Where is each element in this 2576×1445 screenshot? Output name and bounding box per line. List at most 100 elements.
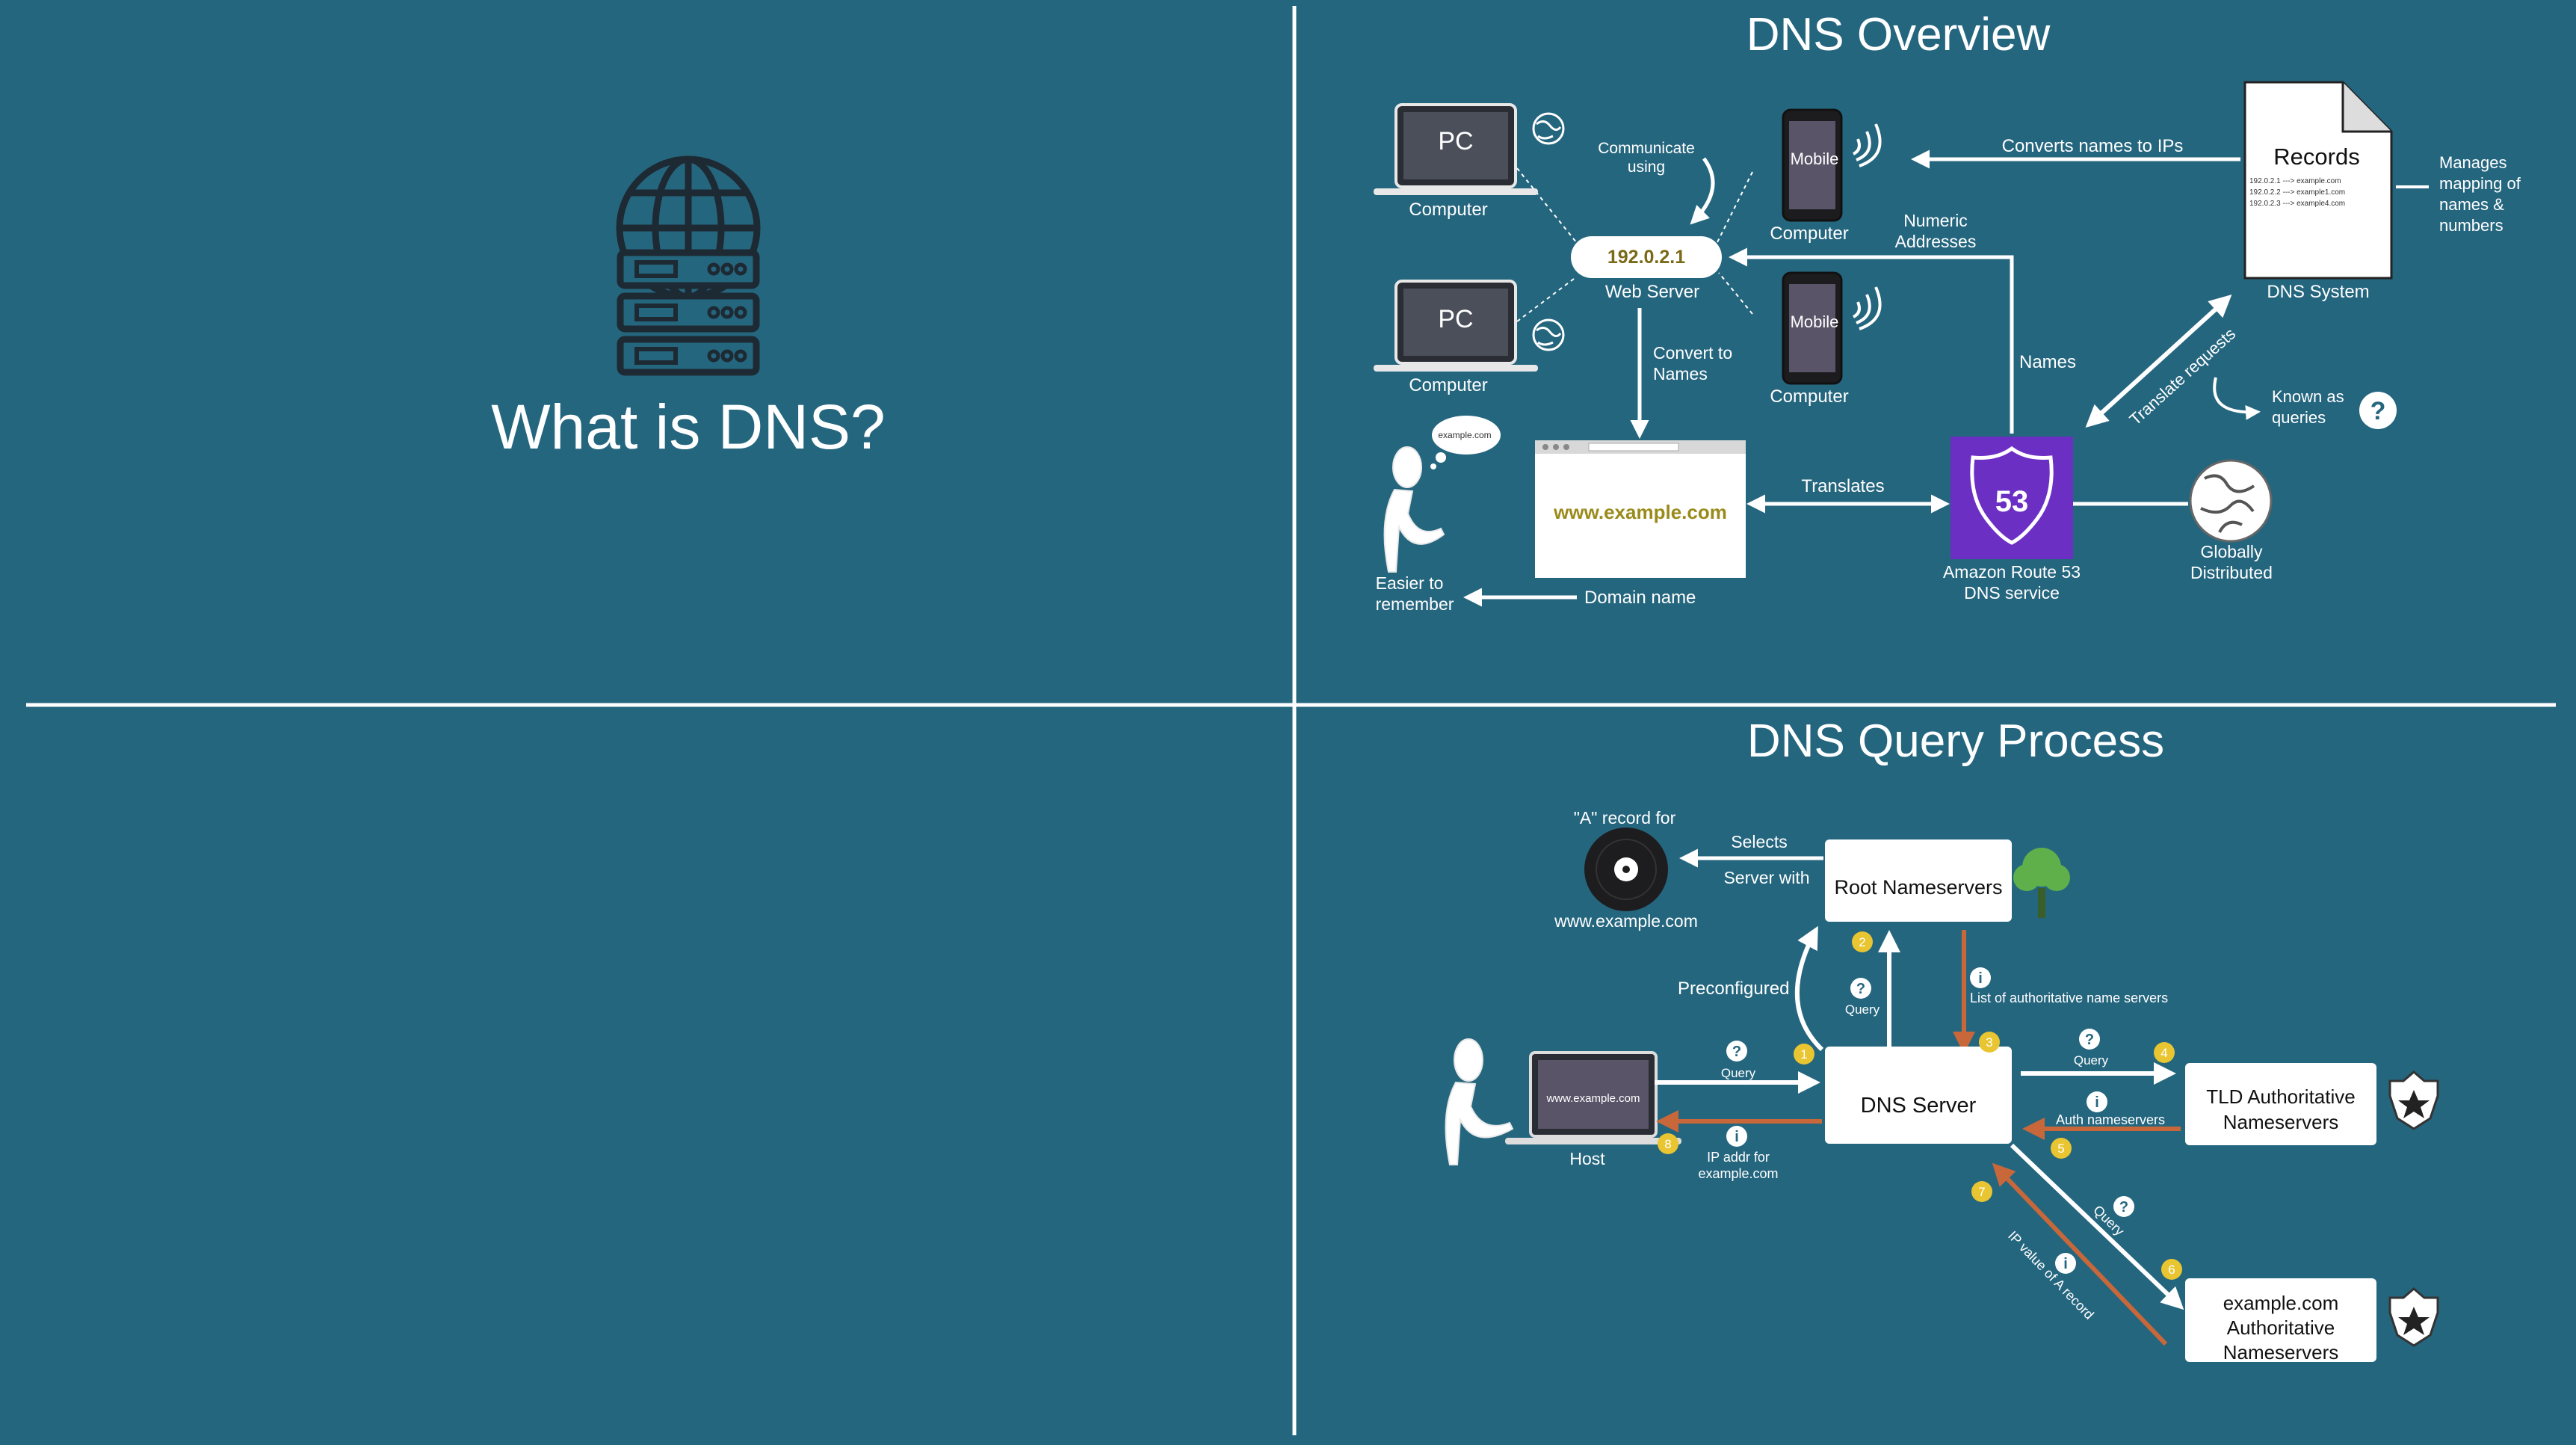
a-record-label: "A" record for — [1574, 808, 1676, 828]
ip-address: 192.0.2.1 — [1607, 247, 1685, 268]
route53-caption-2: DNS service — [1964, 583, 2060, 603]
records-line-2: 192.0.2.2 ---> example1.com — [2249, 188, 2345, 197]
translate-requests-arrow — [2085, 294, 2232, 428]
globally-label-1: Globally — [2200, 542, 2263, 561]
svg-text:?: ? — [1856, 981, 1865, 997]
svg-text:?: ? — [2370, 397, 2386, 425]
route53-tile — [1950, 437, 2073, 559]
dashed-connectors — [1516, 167, 1753, 322]
ip-pill — [1571, 236, 1722, 278]
route53-caption-1: Amazon Route 53 — [1943, 562, 2081, 582]
manages-label-4: numbers — [2439, 216, 2504, 235]
example-auth-label-2: Authoritative — [2227, 1316, 2335, 1339]
question-icon: ? — [2359, 392, 2397, 429]
wifi-icon-2 — [1852, 286, 1882, 330]
browser-url: www.example.com — [1553, 501, 1727, 523]
person-icon-host — [1445, 1038, 1514, 1165]
auth-nameservers-label: Auth nameservers — [2056, 1112, 2165, 1127]
easier-label-2: remember — [1376, 594, 1454, 614]
tree-icon — [2013, 848, 2070, 918]
names-label: Names — [2019, 352, 2076, 372]
known-as-label-2: queries — [2272, 408, 2326, 427]
preconfigured-arrow — [1795, 925, 1824, 1052]
browser-window — [1535, 440, 1746, 578]
web-server-label: Web Server — [1605, 282, 1699, 302]
computer-label-4: Computer — [1770, 386, 1848, 407]
pc-label-2: PC — [1438, 305, 1473, 333]
records-title: Records — [2273, 144, 2359, 170]
step-7: 7 — [1978, 1185, 1985, 1199]
computer-label-2: Computer — [1409, 375, 1487, 395]
www-example-label: www.example.com — [1554, 911, 1698, 931]
numeric-label-1: Numeric — [1903, 211, 1968, 230]
domain-name-label: Domain name — [1584, 588, 1696, 608]
step-8: 8 — [1664, 1137, 1671, 1151]
step-1: 1 — [1800, 1047, 1807, 1062]
overview-title: DNS Overview — [1746, 9, 2051, 61]
vinyl-record-icon — [1584, 828, 1668, 911]
pc-label-1: PC — [1438, 127, 1473, 155]
left-title: What is DNS? — [491, 392, 885, 462]
manages-label-2: mapping of — [2439, 174, 2521, 193]
communicate-label-2: using — [1628, 158, 1665, 176]
badge-icon-tld — [2388, 1070, 2439, 1130]
communicate-label-1: Communicate — [1598, 140, 1695, 157]
root-nameservers-box — [1825, 839, 2012, 922]
step-3: 3 — [1986, 1035, 1992, 1050]
mobile-label-1: Mobile — [1791, 150, 1839, 168]
svg-text:?: ? — [2119, 1199, 2128, 1216]
example-auth-label-1: example.com — [2223, 1292, 2339, 1314]
pc-laptop-1: PC — [1374, 103, 1538, 195]
host-label: Host — [1569, 1149, 1605, 1168]
communicate-arrow — [1690, 157, 1715, 225]
host-laptop — [1505, 1051, 1681, 1144]
mobile-label-2: Mobile — [1791, 312, 1839, 331]
preconfigured-label: Preconfigured — [1678, 979, 1789, 999]
svg-text:?: ? — [2085, 1032, 2094, 1048]
host-screen-text: www.example.com — [1545, 1092, 1640, 1105]
computer-label-1: Computer — [1409, 200, 1487, 220]
dns-system-label: DNS System — [2267, 282, 2369, 302]
example-auth-label-3: Nameservers — [2223, 1341, 2339, 1364]
svg-text:i: i — [2063, 1256, 2068, 1272]
step-badges: 1 2 3 4 5 6 7 8 — [1658, 931, 2182, 1280]
ip-addr-label-2: example.com — [1698, 1166, 1778, 1181]
ip-addr-label-1: IP addr for — [1707, 1150, 1770, 1165]
root-nameservers-label: Root Nameservers — [1834, 876, 2002, 899]
person-icon-overview — [1383, 446, 1445, 573]
records-document-icon — [2243, 81, 2393, 280]
example-auth-box — [2185, 1278, 2376, 1362]
tld-label-1: TLD Authoritative — [2206, 1085, 2355, 1108]
query-label-tld: Query — [2074, 1053, 2109, 1067]
query-label-host: Query — [1721, 1066, 1756, 1080]
world-globe-icon — [2189, 459, 2273, 543]
records-line-3: 192.0.2.3 ---> example4.com — [2249, 200, 2345, 208]
svg-text:i: i — [1978, 970, 1983, 987]
step-4: 4 — [2160, 1046, 2167, 1060]
globe-icon-2 — [1532, 318, 1565, 351]
example-query-arrow — [2010, 1143, 2184, 1310]
globe-server-icon — [616, 155, 761, 376]
server-with-label: Server with — [1723, 868, 1809, 887]
manages-label-1: Manages — [2439, 153, 2507, 172]
step-2: 2 — [1859, 935, 1865, 949]
numeric-label-2: Addresses — [1895, 232, 1977, 251]
records-line-1: 192.0.2.1 ---> example.com — [2249, 177, 2341, 185]
dns-server-box — [1825, 1047, 2012, 1144]
tld-box — [2185, 1063, 2376, 1145]
globe-icon-1 — [1532, 112, 1565, 145]
tld-label-2: Nameservers — [2223, 1111, 2339, 1133]
query-title: DNS Query Process — [1747, 715, 2164, 767]
thought-bubble-text: example.com — [1438, 430, 1491, 440]
converts-label: Converts names to IPs — [2002, 136, 2184, 156]
selects-label: Selects — [1731, 832, 1787, 851]
list-auth-label: List of authoritative name servers — [1970, 990, 2168, 1005]
badge-icon-example — [2388, 1287, 2439, 1347]
thought-bubble — [1430, 416, 1501, 469]
step-5: 5 — [2057, 1141, 2064, 1156]
svg-text:i: i — [1735, 1129, 1739, 1145]
step-6: 6 — [2168, 1263, 2175, 1277]
svg-text:i: i — [2095, 1094, 2099, 1111]
